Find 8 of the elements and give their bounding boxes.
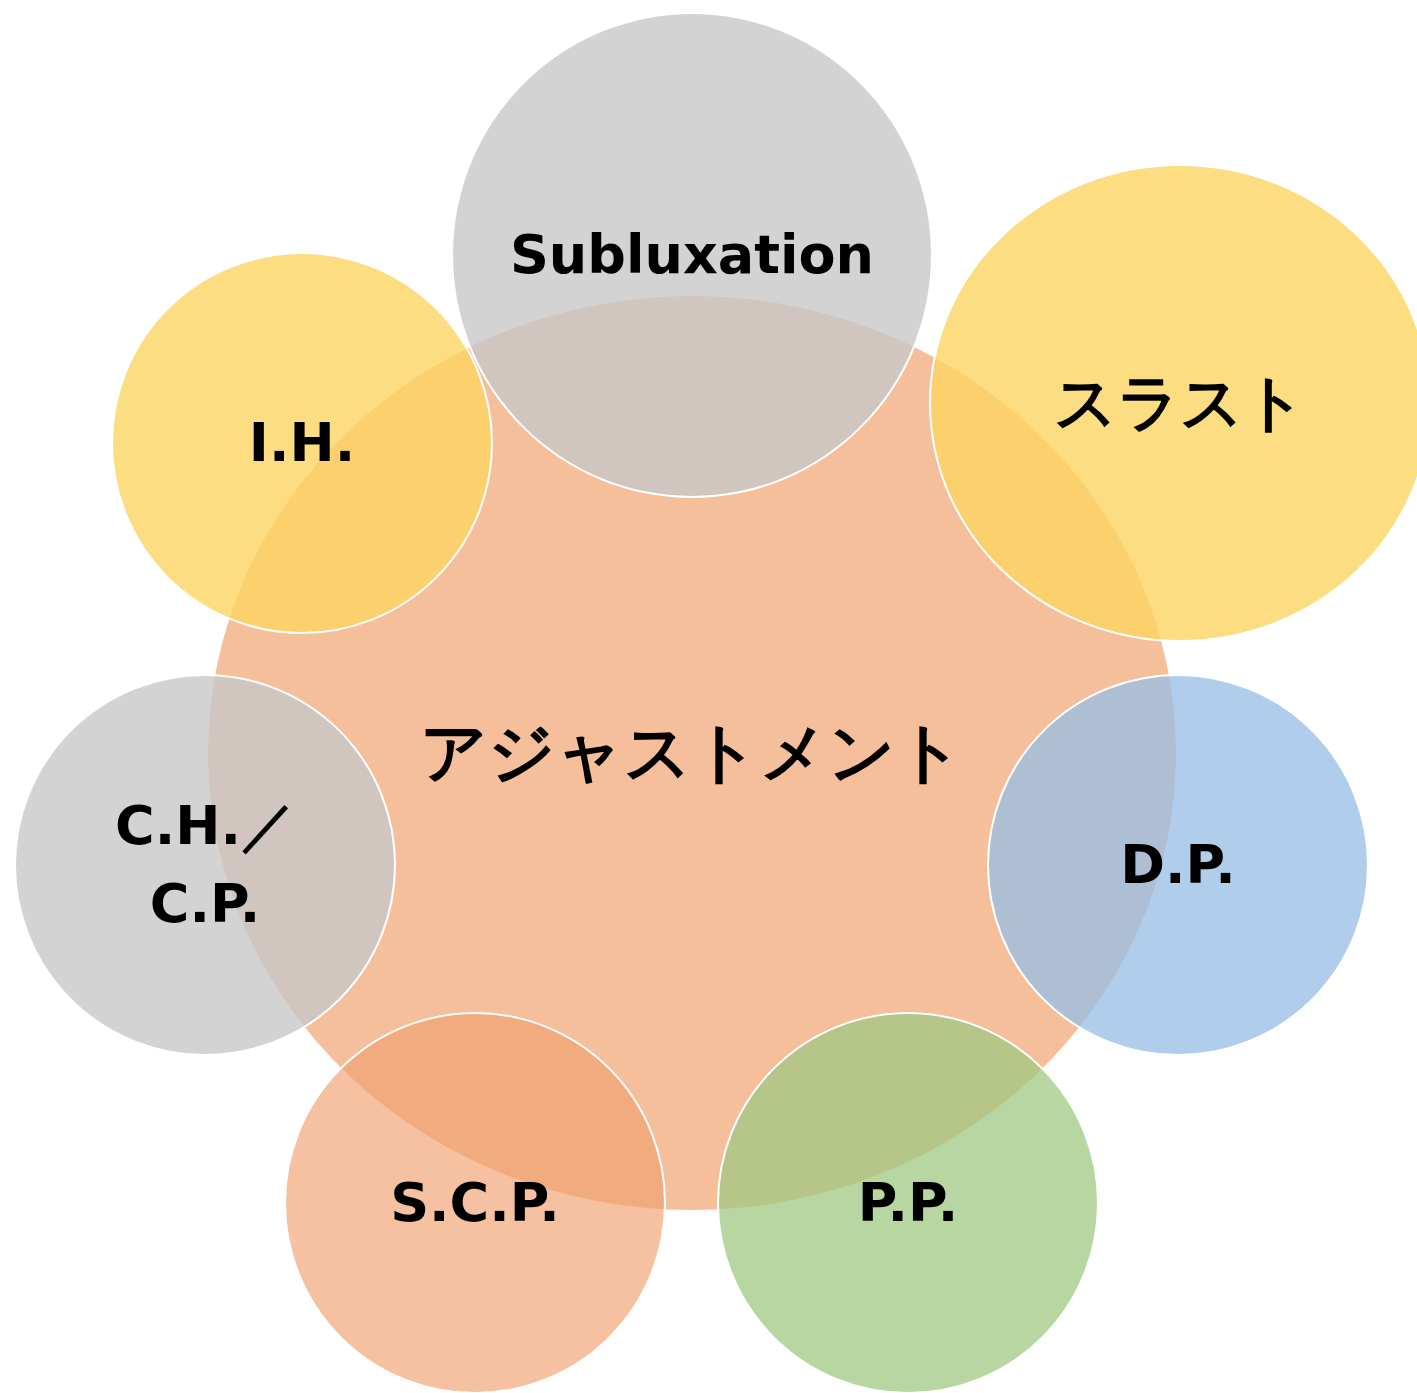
circle-label: Subluxation [509,221,875,288]
circle-label: C.H.／ C.P. [114,792,296,937]
central-label: アジャストメント [420,713,964,794]
circle-label: スラスト [1054,365,1306,442]
circle-label: S.C.P. [390,1169,560,1236]
circle-label: I.H. [248,409,356,476]
circle-label: D.P. [1120,831,1236,898]
circle-label: P.P. [857,1169,959,1236]
